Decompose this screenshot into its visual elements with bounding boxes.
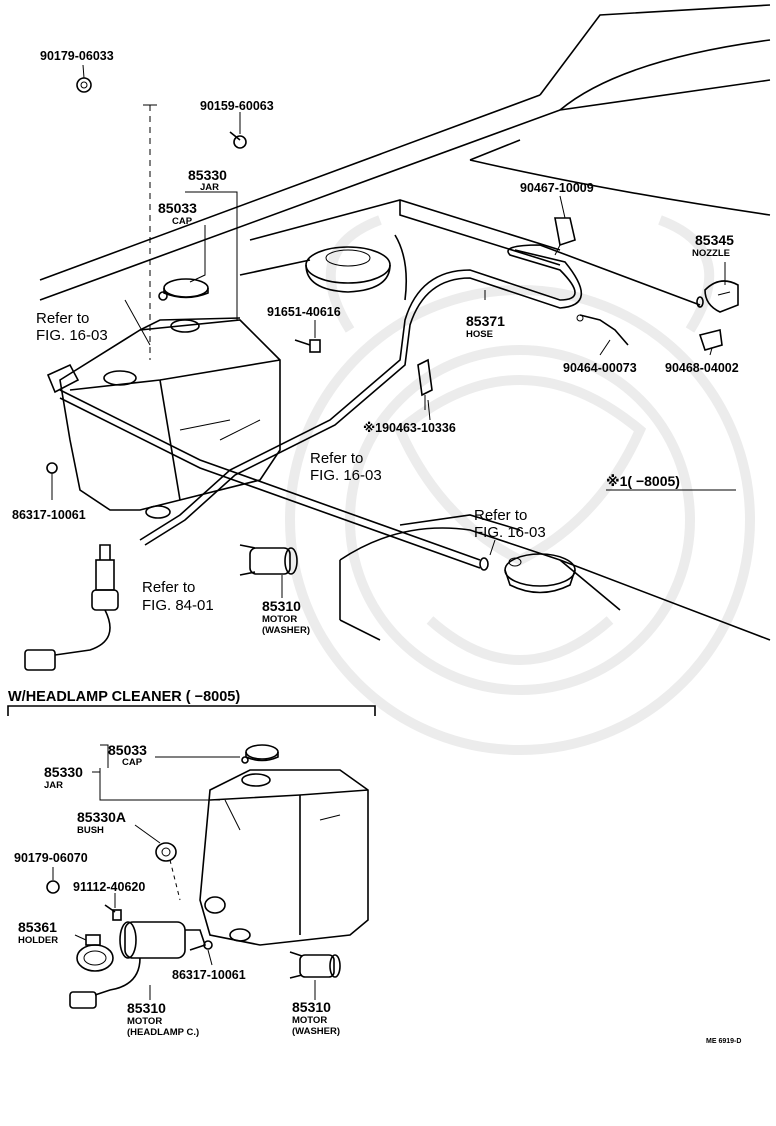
part-90179-06033-label: 90179-06033 [40, 49, 114, 63]
washer-jar-upper [46, 317, 281, 519]
lower-part-85310-w-name-washer: (WASHER) [292, 1026, 340, 1037]
nut-icon [76, 77, 92, 93]
part-85033-label: 85033 [158, 200, 197, 216]
washer-hose [59, 244, 704, 571]
applicability-note: ※1( −8005) [606, 473, 680, 489]
part-91651-40616-label: 91651-40616 [267, 305, 341, 319]
jar-cap-upper [158, 278, 209, 301]
strut-tower [305, 246, 391, 293]
lower-part-85361-name: HOLDER [18, 935, 58, 946]
ref-fig-84-01[interactable]: Refer to FIG. 84-01 [142, 579, 214, 614]
part-90464-00073-label: 90464-00073 [563, 361, 637, 375]
nozzle-icon [704, 280, 739, 313]
vehicle-body-outline [39, 4, 771, 641]
part-85330-name: JAR [200, 182, 219, 193]
washer-motor-upper-icon [239, 544, 298, 576]
catalog-code: ME 6919-D [706, 1038, 741, 1045]
washer-jar-lower [199, 769, 369, 946]
lower-part-91112-40620-label: 91112-40620 [73, 880, 145, 894]
lower-part-90179-06070-label: 90179-06070 [14, 851, 88, 865]
ref-line2: FIG. 16-03 [474, 524, 546, 541]
nut-lower-icon [46, 880, 60, 894]
ref-fig-16-03-b[interactable]: Refer to FIG. 16-03 [310, 450, 382, 484]
lower-part-86317-10061-label: 86317-10061 [172, 968, 246, 982]
lower-part-85330A-label: 85330A [77, 809, 126, 825]
reservoir-right [504, 553, 576, 594]
part-85330-label: 85330 [188, 167, 227, 183]
lower-part-85330A-name: BUSH [77, 825, 104, 836]
ref-fig-16-03-a[interactable]: Refer to FIG. 16-03 [36, 310, 108, 344]
lower-part-85361-label: 85361 [18, 919, 57, 935]
part-190463-10336-label: ※190463-10336 [363, 421, 456, 435]
part-85033-name: CAP [172, 216, 193, 227]
part-85371-label: 85371 [466, 313, 505, 329]
bush-icon [155, 842, 177, 862]
ref-line1: Refer to [474, 507, 527, 524]
retainer-icon [698, 329, 723, 351]
part-85310-label: 85310 [262, 598, 301, 614]
ref-line1: Refer to [310, 450, 363, 467]
part-86317-10061-label: 86317-10061 [12, 508, 86, 522]
screw-lower-icon [104, 904, 122, 921]
lower-part-85310-w-label: 85310 [292, 999, 331, 1015]
part-90468-04002-label: 90468-04002 [665, 361, 739, 375]
hose-clip-icon [417, 358, 433, 410]
ref-fig-16-03-c[interactable]: Refer to FIG. 16-03 [474, 507, 546, 541]
jar-cap-lower [241, 744, 279, 764]
ref-line1: Refer to [36, 310, 89, 327]
section-header-headlamp-cleaner: W/HEADLAMP CLEANER ( −8005) [8, 689, 240, 705]
lower-part-85330-name: JAR [44, 780, 63, 791]
part-90467-10009-label: 90467-10009 [520, 181, 594, 195]
lower-part-85310-hc-name-headlamp: (HEADLAMP C.) [127, 1027, 199, 1038]
headlamp-cleaner-motor-icon [69, 921, 207, 1009]
lower-part-85310-hc-label: 85310 [127, 1000, 166, 1016]
lower-part-85033-name: CAP [122, 757, 143, 768]
lower-part-85330-label: 85330 [44, 764, 83, 780]
pump-connector-icon [24, 544, 119, 671]
washer-motor-lower-icon [289, 951, 341, 979]
section-bracket [7, 705, 376, 716]
clamp-icon [576, 314, 629, 346]
clip-icon [554, 217, 576, 256]
part-85371-name: HOSE [466, 329, 493, 340]
lower-part-85310-w-name-motor: MOTOR [292, 1015, 327, 1026]
watermark-emblem [285, 215, 755, 755]
leader-lines-lower [52, 744, 316, 1000]
lower-part-85033-label: 85033 [108, 742, 147, 758]
part-90159-60063-label: 90159-60063 [200, 99, 274, 113]
part-85310-name-washer: (WASHER) [262, 625, 310, 636]
screw-icon [294, 339, 321, 353]
ref-line2: FIG. 16-03 [36, 327, 108, 344]
ref-line1: Refer to [142, 579, 195, 596]
bolt-lower-icon [203, 940, 213, 950]
ref-line2: FIG. 16-03 [310, 467, 382, 484]
leader-lines-upper [51, 64, 726, 598]
ref-line2: FIG. 84-01 [142, 597, 214, 614]
part-85345-label: 85345 [695, 232, 734, 248]
part-85310-name-motor: MOTOR [262, 614, 297, 625]
part-85345-name: NOZZLE [692, 248, 730, 259]
bolt-small-icon [46, 462, 58, 474]
lower-part-85310-hc-name-motor: MOTOR [127, 1016, 162, 1027]
bolt-icon [229, 131, 247, 149]
holder-icon [76, 934, 114, 972]
